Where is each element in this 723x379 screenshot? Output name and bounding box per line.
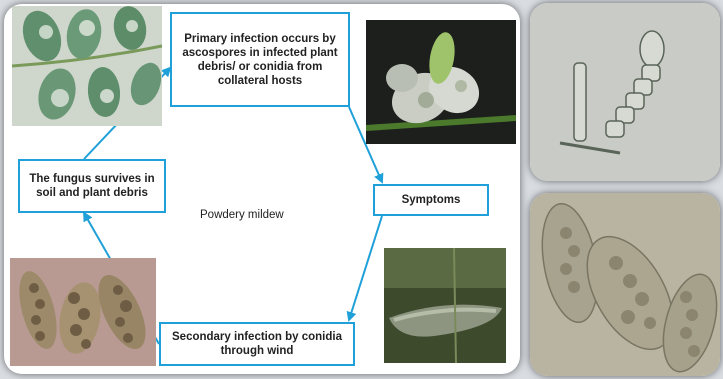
primary-infection-box: Primary infection occurs by ascospores i… [170, 12, 350, 107]
symptoms-box: Symptoms [373, 184, 489, 216]
symptoms-text: Symptoms [402, 193, 461, 207]
arrow-symptoms-to-secondary [349, 216, 382, 320]
infected-pods-photo [366, 20, 516, 144]
secondary-infection-text: Secondary infection by conidia through w… [167, 330, 347, 358]
secondary-infection-box: Secondary infection by conidia through w… [159, 322, 355, 366]
infected-pod-closeup-photo [384, 248, 506, 363]
asci-micrograph [530, 193, 720, 376]
primary-infection-text: Primary infection occurs by ascospores i… [178, 32, 342, 88]
fungus-survival-box: The fungus survives in soil and plant de… [18, 159, 166, 213]
center-label: Powdery mildew [200, 209, 284, 221]
conidiophore-micrograph [530, 3, 720, 181]
ascospores-micrograph [10, 258, 156, 366]
infected-leaves-photo [12, 6, 162, 126]
fungus-survival-text: The fungus survives in soil and plant de… [26, 172, 158, 200]
life-cycle-diagram: Primary infection occurs by ascospores i… [4, 4, 520, 374]
